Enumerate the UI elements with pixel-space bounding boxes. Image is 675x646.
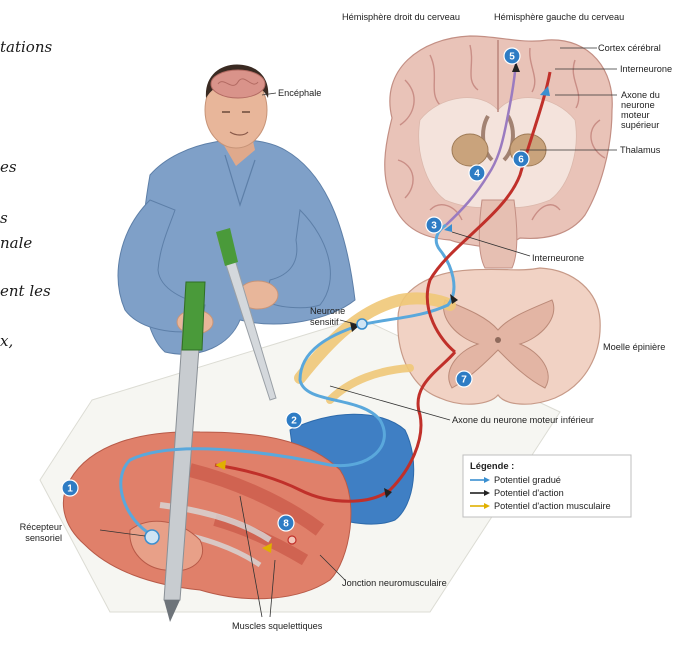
step-badge-4: 4 bbox=[469, 165, 485, 181]
label-moelle: Moelle épinière bbox=[603, 342, 665, 352]
neuromuscular-junction bbox=[288, 536, 296, 544]
legend-label-action: Potentiel d'action bbox=[494, 488, 564, 498]
svg-text:6: 6 bbox=[518, 155, 524, 166]
svg-text:5: 5 bbox=[509, 52, 515, 63]
label-cortex: Cortex cérébral bbox=[598, 43, 661, 53]
label-hemisphere-right: Hémisphère droit du cerveau bbox=[342, 12, 460, 22]
step-badge-8: 8 bbox=[278, 515, 294, 531]
label-hemisphere-left: Hémisphère gauche du cerveau bbox=[494, 12, 624, 22]
thalamus bbox=[452, 134, 488, 166]
side-note-line-4: nale bbox=[0, 234, 32, 252]
label-recepteur-2: sensoriel bbox=[25, 533, 62, 543]
legend-label-muscle: Potentiel d'action musculaire bbox=[494, 501, 611, 511]
label-thalamus: Thalamus bbox=[620, 145, 661, 155]
svg-text:2: 2 bbox=[291, 416, 297, 427]
step-badge-5: 5 bbox=[504, 48, 520, 64]
label-interneurone-mid: Interneurone bbox=[532, 253, 584, 263]
label-neurone-sensitif-1: Neurone bbox=[310, 306, 345, 316]
label-axone-sup-3: moteur bbox=[621, 110, 650, 120]
head-brain-icon bbox=[211, 70, 265, 98]
label-jonction: Jonction neuromusculaire bbox=[342, 578, 447, 588]
side-note-line-1: tations bbox=[0, 38, 52, 56]
side-note-line-2: es bbox=[0, 158, 17, 176]
sensory-receptor bbox=[145, 530, 159, 544]
svg-text:8: 8 bbox=[283, 519, 289, 530]
legend-title: Légende : bbox=[470, 460, 514, 471]
svg-text:1: 1 bbox=[67, 484, 73, 495]
svg-text:7: 7 bbox=[461, 375, 467, 386]
legend: Légende : Potentiel gradué Potentiel d'a… bbox=[463, 455, 631, 517]
label-axone-sup-4: supérieur bbox=[621, 120, 659, 130]
step-badge-3: 3 bbox=[426, 217, 442, 233]
label-axone-inf: Axone du neurone moteur inférieur bbox=[452, 415, 594, 425]
side-note-line-5: ent les bbox=[0, 282, 51, 300]
svg-text:4: 4 bbox=[474, 169, 480, 180]
step-badge-6: 6 bbox=[513, 151, 529, 167]
label-muscles: Muscles squelettiques bbox=[232, 621, 323, 631]
step-badge-7: 7 bbox=[456, 371, 472, 387]
sensory-neuron-soma bbox=[357, 319, 367, 329]
label-neurone-sensitif-2: sensitif bbox=[310, 317, 339, 327]
label-axone-sup-1: Axone du bbox=[621, 90, 660, 100]
label-interneurone-top: Interneurone bbox=[620, 64, 672, 74]
step-badge-2: 2 bbox=[286, 412, 302, 428]
svg-text:3: 3 bbox=[431, 221, 437, 232]
label-recepteur-1: Récepteur bbox=[20, 522, 62, 532]
label-axone-sup-2: neurone bbox=[621, 100, 655, 110]
legend-label-graded: Potentiel gradué bbox=[494, 475, 561, 485]
side-note-line-6: x, bbox=[0, 332, 13, 350]
side-notes: tations es s nale ent les x, bbox=[0, 38, 52, 350]
step-badge-1: 1 bbox=[62, 480, 78, 496]
label-encephale: Encéphale bbox=[278, 88, 321, 98]
side-note-line-3: s bbox=[0, 209, 8, 227]
